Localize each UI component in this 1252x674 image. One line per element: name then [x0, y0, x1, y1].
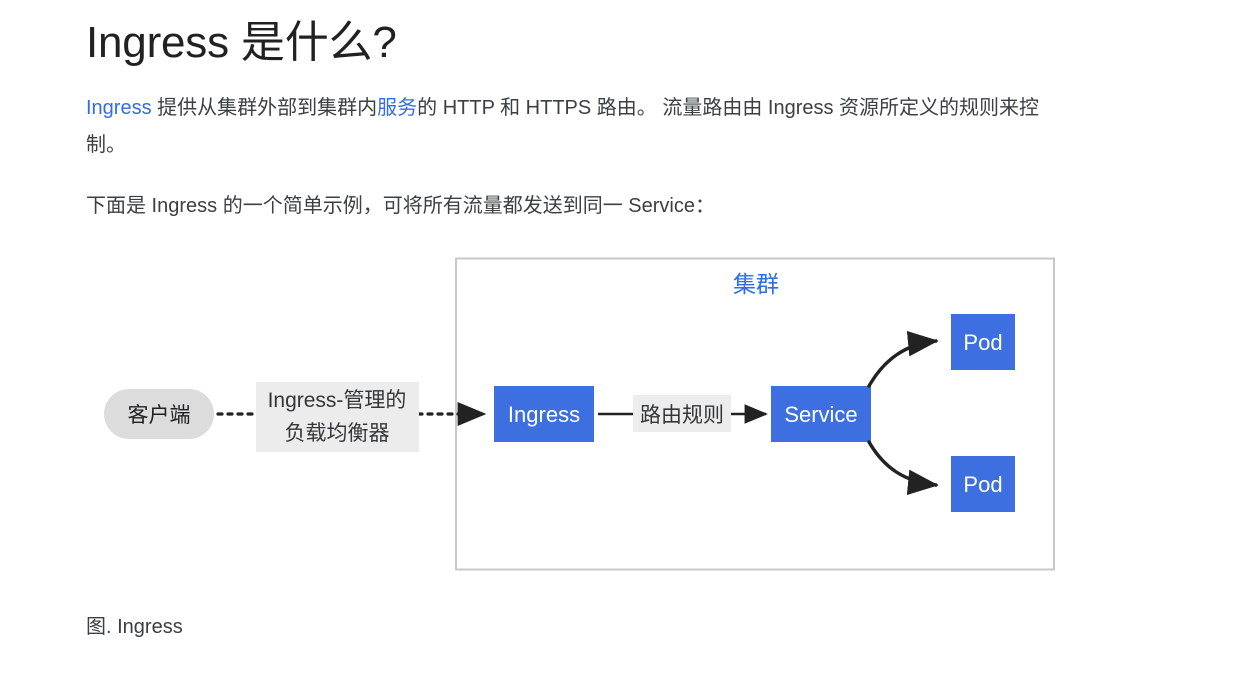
link-service[interactable]: 服务 — [377, 97, 418, 119]
pod-node-top — [951, 314, 1015, 370]
service-node-label: Service — [784, 402, 857, 427]
edge-label-routing-rules-bg — [633, 395, 731, 432]
link-ingress[interactable]: Ingress — [86, 97, 152, 119]
ingress-node — [494, 386, 594, 442]
paragraph-intro-text-1: 提供从集群外部到集群内 — [151, 97, 378, 119]
pod-node-bottom — [951, 456, 1015, 512]
edge-service-to-pod-bottom — [867, 440, 939, 495]
ingress-architecture-diagram: 集群 客户端 Ingress-管理的 负载均衡器 Ingress 路由规则 Se… — [0, 240, 1252, 590]
edge-service-to-pod-top — [867, 331, 939, 388]
pod-node-top-label: Pod — [963, 330, 1002, 355]
client-node-label: 客户端 — [128, 404, 191, 427]
paragraph-intro: Ingress 提供从集群外部到集群内服务的 HTTP 和 HTTPS 路由。 … — [86, 90, 1066, 164]
paragraph-example: 下面是 Ingress 的一个简单示例，可将所有流量都发送到同一 Service… — [86, 195, 715, 217]
pod-node-bottom-label: Pod — [963, 472, 1002, 497]
edge-label-load-balancer-line2: 负载均衡器 — [285, 422, 390, 445]
edge-label-routing-rules: 路由规则 — [640, 404, 724, 427]
edge-label-load-balancer-line1: Ingress-管理的 — [268, 389, 407, 412]
page-title: Ingress 是什么? — [86, 18, 397, 67]
edge-label-load-balancer-bg — [256, 382, 419, 452]
client-node — [104, 389, 214, 439]
ingress-node-label: Ingress — [508, 402, 580, 427]
figure-caption: 图. Ingress — [86, 616, 183, 638]
service-node — [771, 386, 871, 442]
paragraph-intro-text-2: 的 HTTP 和 HTTPS 路由。 流量路由由 Ingress 资源所定义的规… — [86, 97, 1040, 156]
cluster-label: 集群 — [733, 271, 779, 297]
